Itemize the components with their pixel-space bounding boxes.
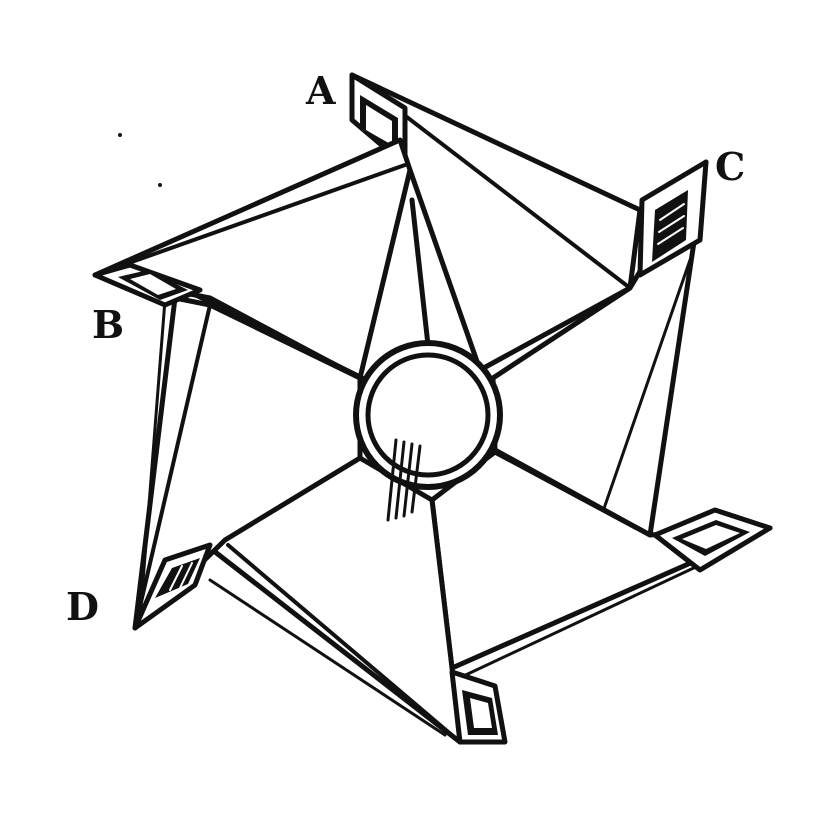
- label-c: C: [715, 144, 745, 189]
- hub: [353, 340, 503, 522]
- blade-a: [349, 72, 643, 373]
- label-a: A: [305, 68, 336, 113]
- hub-inner-ring: [365, 352, 491, 478]
- label-b: B: [92, 302, 124, 347]
- blade-b: [92, 137, 413, 381]
- blade-e: [429, 449, 773, 682]
- blade-d: [132, 295, 363, 631]
- hub-strokes: [386, 438, 422, 522]
- label-d: D: [66, 584, 99, 629]
